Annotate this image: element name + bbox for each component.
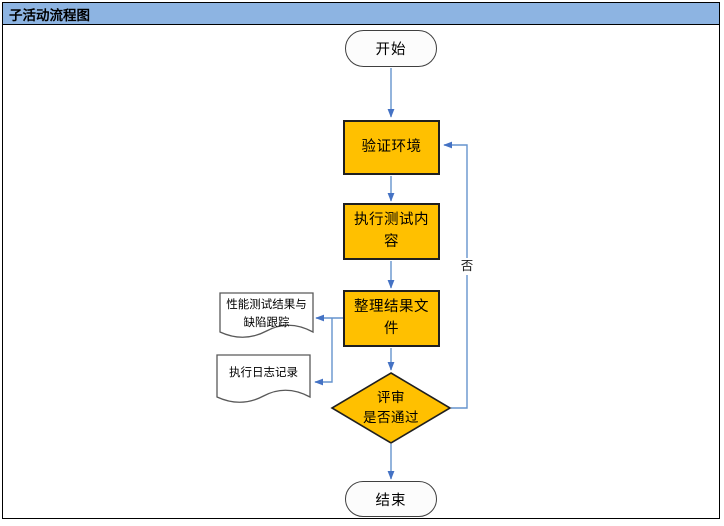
process-organize-results[interactable]: 整理结果文件 bbox=[343, 290, 440, 347]
decision-line1: 评审 bbox=[377, 390, 405, 406]
process-verify-environment[interactable]: 验证环境 bbox=[343, 120, 440, 175]
document-shape bbox=[216, 354, 311, 403]
start-node-label: 开始 bbox=[375, 42, 407, 58]
document-shape bbox=[219, 292, 314, 338]
process-organize-label: 整理结果文件 bbox=[354, 298, 429, 337]
document-execution-log[interactable]: 执行日志记录 bbox=[216, 354, 311, 410]
decision-review[interactable]: 评审 是否通过 bbox=[330, 371, 452, 445]
document-path bbox=[216, 354, 311, 403]
document-log-label: 执行日志记录 bbox=[229, 367, 298, 379]
decision-line2: 是否通过 bbox=[363, 410, 419, 425]
document-path bbox=[219, 292, 314, 338]
document-performance-label: 性能测试结果与缺陷跟踪 bbox=[226, 299, 307, 329]
diamond-shape bbox=[330, 372, 452, 444]
diamond-polygon bbox=[330, 372, 452, 444]
process-execute-label: 执行测试内容 bbox=[354, 211, 429, 250]
document-performance-results[interactable]: 性能测试结果与缺陷跟踪 bbox=[219, 292, 314, 344]
decision-review-label: 评审 是否通过 bbox=[330, 371, 452, 445]
page-title: 子活动流程图 bbox=[9, 7, 90, 23]
end-node-label: 结束 bbox=[375, 492, 407, 509]
process-execute-test[interactable]: 执行测试内容 bbox=[343, 203, 440, 260]
process-verify-label: 验证环境 bbox=[361, 138, 422, 155]
canvas-frame bbox=[2, 2, 720, 519]
title-bar: 子活动流程图 bbox=[2, 2, 720, 25]
start-node[interactable]: 开始 bbox=[345, 30, 437, 67]
end-node[interactable]: 结束 bbox=[345, 481, 437, 517]
no-branch-label: 否 bbox=[458, 258, 476, 275]
